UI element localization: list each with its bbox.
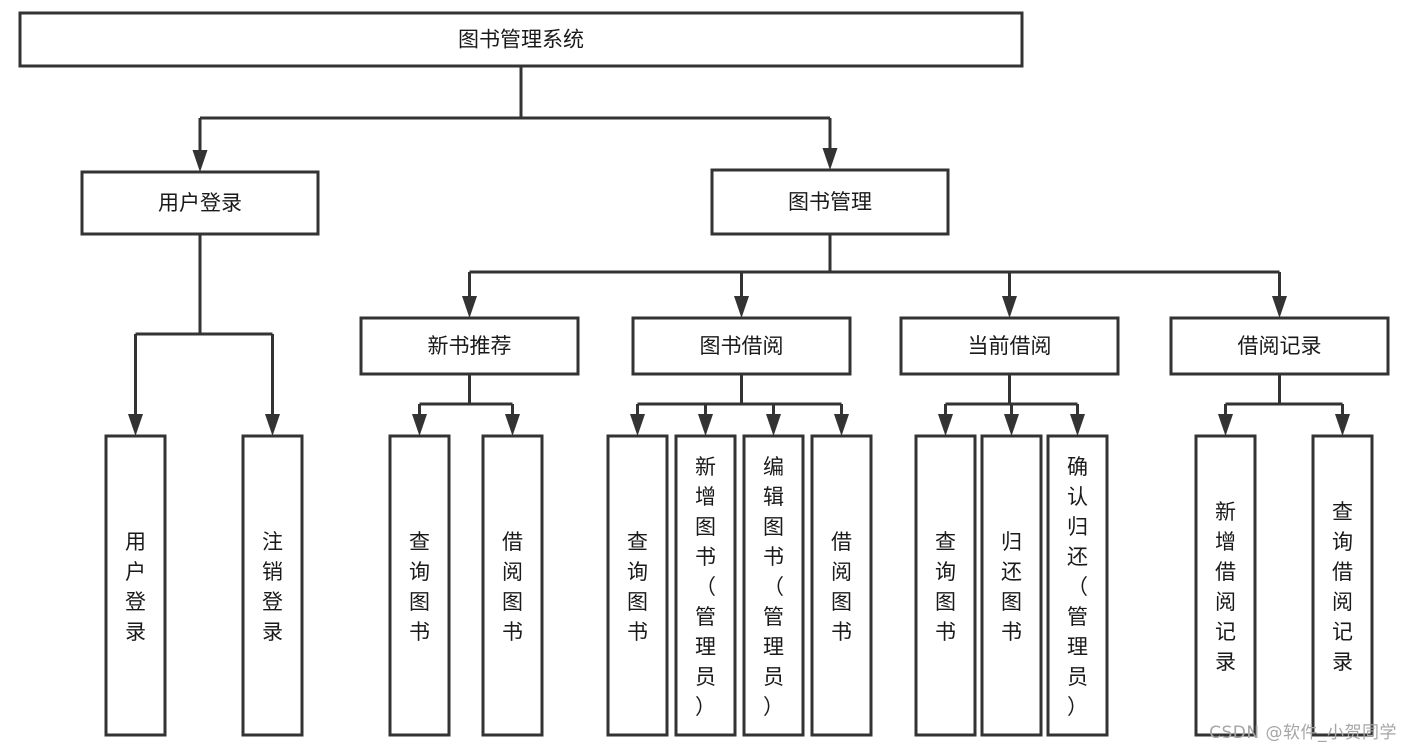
node-box[interactable] bbox=[631, 316, 852, 376]
node-book-mgmt[interactable]: 图书管理 bbox=[710, 168, 950, 236]
arrowhead-icon bbox=[734, 296, 749, 318]
node-label: 用户登录 bbox=[125, 530, 146, 644]
node-label: 编辑图书（管理员） bbox=[763, 455, 784, 719]
edge-group-new-book-rec bbox=[412, 374, 520, 436]
node-label: 当前借阅 bbox=[968, 334, 1052, 358]
node-label: 新增图书（管理员） bbox=[695, 455, 716, 719]
arrowhead-icon bbox=[1335, 414, 1350, 436]
arrowhead-icon bbox=[505, 414, 520, 436]
arrowhead-icon bbox=[1002, 296, 1017, 318]
arrowhead-icon bbox=[698, 414, 713, 436]
node-user-login[interactable]: 用户登录 bbox=[80, 170, 320, 236]
node-label: 新增借阅记录 bbox=[1215, 500, 1236, 674]
arrowhead-icon bbox=[462, 296, 477, 318]
arrowhead-icon bbox=[128, 414, 143, 436]
node-label: 图书借阅 bbox=[700, 334, 784, 358]
node-box[interactable] bbox=[899, 316, 1120, 376]
node-box[interactable] bbox=[980, 434, 1043, 737]
node-book-borrow[interactable]: 图书借阅 bbox=[631, 316, 852, 376]
node-label: 借阅图书 bbox=[502, 530, 523, 644]
node-label: 注销登录 bbox=[262, 530, 283, 644]
node-box[interactable] bbox=[359, 316, 580, 376]
node-box[interactable] bbox=[80, 170, 320, 236]
node-box[interactable] bbox=[606, 434, 669, 737]
arrowhead-icon bbox=[192, 150, 208, 172]
node-label: 图书管理系统 bbox=[458, 28, 584, 52]
node-label: 新书推荐 bbox=[428, 334, 512, 358]
node-leaf-bb-borrow[interactable]: 借阅图书 bbox=[810, 434, 873, 737]
node-box[interactable] bbox=[710, 168, 950, 236]
node-leaf-user-login[interactable]: 用户登录 bbox=[104, 434, 167, 737]
node-leaf-rec-query[interactable]: 查询图书 bbox=[388, 434, 451, 737]
edges-layer bbox=[128, 66, 1350, 436]
node-label: 查询图书 bbox=[935, 530, 956, 644]
node-leaf-bb-query[interactable]: 查询图书 bbox=[606, 434, 669, 737]
node-label: 查询借阅记录 bbox=[1332, 500, 1353, 674]
node-box[interactable] bbox=[241, 434, 304, 737]
node-box[interactable] bbox=[104, 434, 167, 737]
node-leaf-bb-add[interactable]: 新增图书（管理员） bbox=[674, 434, 737, 737]
node-label: 用户登录 bbox=[158, 191, 242, 215]
node-box[interactable] bbox=[1311, 434, 1374, 737]
node-box[interactable] bbox=[18, 11, 1024, 68]
node-leaf-logout[interactable]: 注销登录 bbox=[241, 434, 304, 737]
node-label: 图书管理 bbox=[788, 190, 872, 214]
arrowhead-icon bbox=[822, 148, 838, 170]
arrowhead-icon bbox=[412, 414, 427, 436]
arrowhead-icon bbox=[1070, 414, 1085, 436]
node-leaf-cb-query[interactable]: 查询图书 bbox=[914, 434, 977, 737]
edge-group-book-mgmt bbox=[462, 234, 1287, 318]
arrowhead-icon bbox=[834, 414, 849, 436]
node-box[interactable] bbox=[1194, 434, 1257, 737]
node-label: 借阅图书 bbox=[831, 530, 852, 644]
arrowhead-icon bbox=[1218, 414, 1233, 436]
node-label: 归还图书 bbox=[1001, 530, 1022, 644]
edge-group-current-borrow bbox=[938, 374, 1085, 436]
node-box[interactable] bbox=[674, 434, 737, 737]
node-leaf-rec-borrow[interactable]: 借阅图书 bbox=[481, 434, 544, 737]
node-box[interactable] bbox=[914, 434, 977, 737]
node-leaf-cb-confirm[interactable]: 确认归还（管理员） bbox=[1046, 434, 1109, 737]
node-leaf-cb-return[interactable]: 归还图书 bbox=[980, 434, 1043, 737]
node-label: 查询图书 bbox=[627, 530, 648, 644]
node-leaf-br-query[interactable]: 查询借阅记录 bbox=[1311, 434, 1374, 737]
arrowhead-icon bbox=[265, 414, 280, 436]
edge-group-book-borrow bbox=[630, 374, 849, 436]
node-box[interactable] bbox=[1046, 434, 1109, 737]
arrowhead-icon bbox=[766, 414, 781, 436]
node-leaf-bb-edit[interactable]: 编辑图书（管理员） bbox=[742, 434, 805, 737]
node-box[interactable] bbox=[388, 434, 451, 737]
arrowhead-icon bbox=[938, 414, 953, 436]
nodes-layer: 图书管理系统用户登录图书管理新书推荐图书借阅当前借阅借阅记录用户登录注销登录查询… bbox=[18, 11, 1390, 737]
edge-group-borrow-record bbox=[1218, 374, 1350, 436]
node-box[interactable] bbox=[1169, 316, 1390, 376]
node-label: 借阅记录 bbox=[1238, 334, 1322, 358]
node-borrow-record[interactable]: 借阅记录 bbox=[1169, 316, 1390, 376]
arrowhead-icon bbox=[1272, 296, 1287, 318]
edge-group-root bbox=[192, 66, 838, 172]
node-box[interactable] bbox=[810, 434, 873, 737]
node-leaf-br-add[interactable]: 新增借阅记录 bbox=[1194, 434, 1257, 737]
node-box[interactable] bbox=[742, 434, 805, 737]
node-current-borrow[interactable]: 当前借阅 bbox=[899, 316, 1120, 376]
arrowhead-icon bbox=[630, 414, 645, 436]
node-label: 确认归还（管理员） bbox=[1067, 455, 1088, 719]
arrowhead-icon bbox=[1004, 414, 1019, 436]
node-box[interactable] bbox=[481, 434, 544, 737]
node-root[interactable]: 图书管理系统 bbox=[18, 11, 1024, 68]
node-new-book-rec[interactable]: 新书推荐 bbox=[359, 316, 580, 376]
edge-group-user-login bbox=[128, 234, 280, 436]
node-label: 查询图书 bbox=[409, 530, 430, 644]
